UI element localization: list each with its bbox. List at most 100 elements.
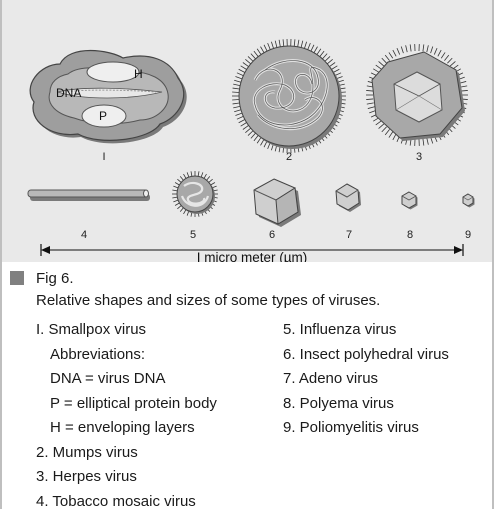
poliomyelitis-virus-drawing <box>463 194 475 208</box>
surface-spike <box>245 128 250 132</box>
legend-item: 7. Adeno virus <box>283 367 493 392</box>
surface-spike <box>175 203 179 206</box>
surface-spike <box>366 90 373 91</box>
surface-spike <box>187 172 189 177</box>
surface-spike <box>172 197 177 198</box>
surface-spike <box>373 69 379 73</box>
polyema-virus-drawing <box>402 192 418 210</box>
shape-number-3: 3 <box>416 151 422 163</box>
legend-item: 8. Polyema virus <box>283 392 493 417</box>
virus-illustration: H DNA P <box>0 0 494 262</box>
surface-spike <box>243 62 249 66</box>
surface-spike <box>376 121 382 125</box>
surface-spike <box>461 90 468 91</box>
shape-number-4: 4 <box>81 229 87 241</box>
surface-spike <box>251 54 256 59</box>
surface-spike <box>261 47 265 53</box>
legend-item: I. Smallpox virus <box>36 318 286 343</box>
surface-spike <box>397 48 400 54</box>
surface-spike <box>423 44 424 51</box>
surface-spike <box>207 176 210 180</box>
surface-spike <box>234 80 241 82</box>
surface-spike <box>331 66 337 70</box>
surface-spike <box>382 127 387 132</box>
tobacco-mosaic-virus-drawing <box>28 190 150 201</box>
surface-spike <box>175 183 179 186</box>
mumps-virus-drawing <box>232 39 346 153</box>
surface-spike <box>245 59 250 63</box>
scale-label: I micro meter (µm) <box>197 250 308 262</box>
surface-spike <box>251 133 256 138</box>
shape-number-2: 2 <box>286 151 292 163</box>
surface-spike <box>368 107 375 109</box>
figure-marker-icon <box>10 271 24 285</box>
legend-item: 5. Influenza virus <box>283 318 493 343</box>
surface-spike <box>329 62 335 66</box>
surface-spike <box>198 171 199 176</box>
shape-number-7: 7 <box>346 229 352 241</box>
shape-number-5: 5 <box>190 229 196 241</box>
surface-spike <box>275 41 277 48</box>
surface-spike <box>248 131 253 136</box>
surface-spike <box>172 190 177 191</box>
surface-spike <box>257 137 261 143</box>
legend-item: DNA = virus DNA <box>36 367 286 392</box>
surface-spike <box>243 125 249 129</box>
surface-spike <box>204 174 207 178</box>
surface-spike <box>180 176 183 180</box>
surface-spike <box>431 46 433 53</box>
surface-spike <box>173 200 178 202</box>
surface-spike <box>239 119 245 122</box>
surface-spike <box>444 55 448 60</box>
surface-spike <box>379 61 384 66</box>
surface-spike <box>283 39 284 46</box>
surface-spike <box>385 129 389 134</box>
surface-spike <box>423 139 424 146</box>
surface-spike <box>438 50 441 56</box>
herpes-virus-drawing <box>366 44 468 146</box>
surface-spike <box>369 110 376 112</box>
surface-spike <box>241 66 247 70</box>
surface-spike <box>376 65 382 69</box>
surface-spike <box>325 56 330 61</box>
surface-spike <box>366 99 373 100</box>
surface-spike <box>382 58 387 63</box>
surface-spike <box>254 51 258 57</box>
surface-spike <box>254 135 258 141</box>
surface-spike <box>314 47 318 53</box>
surface-spike <box>294 39 295 46</box>
surface-spike <box>385 55 389 60</box>
figure-label: Fig 6. <box>36 270 74 287</box>
shape-number-6: 6 <box>269 229 275 241</box>
surface-spike <box>211 183 215 186</box>
legend-item: 4. Tobacco mosaic virus <box>36 490 286 514</box>
surface-spike <box>261 139 265 145</box>
surface-spike <box>434 48 437 54</box>
surface-spike <box>237 73 243 76</box>
insect-polyhedral-virus-drawing <box>254 179 301 227</box>
legend-item: 2. Mumps virus <box>36 441 286 466</box>
surface-spike <box>241 122 247 126</box>
surface-spike <box>301 41 303 48</box>
smallpox-label-dna: DNA <box>56 86 81 100</box>
surface-spike <box>427 45 429 52</box>
surface-spike <box>264 45 267 51</box>
surface-spike <box>304 42 306 49</box>
surface-spike <box>184 174 187 178</box>
surface-spike <box>184 210 187 214</box>
surface-spike <box>317 49 321 55</box>
surface-spike <box>367 103 374 104</box>
surface-spike <box>327 59 332 63</box>
surface-spike <box>410 44 411 51</box>
surface-spike <box>389 132 393 138</box>
legend-item: 3. Herpes virus <box>36 465 286 490</box>
surface-spike <box>320 51 324 57</box>
smallpox-label-p: P <box>99 109 107 123</box>
surface-spike <box>379 124 384 129</box>
legend-item: 6. Insect polyhedral virus <box>283 343 493 368</box>
surface-spike <box>257 49 261 55</box>
surface-spike <box>393 50 396 56</box>
surface-spike <box>201 172 203 177</box>
legend-item: P = elliptical protein body <box>36 392 286 417</box>
surface-spike <box>311 45 314 51</box>
